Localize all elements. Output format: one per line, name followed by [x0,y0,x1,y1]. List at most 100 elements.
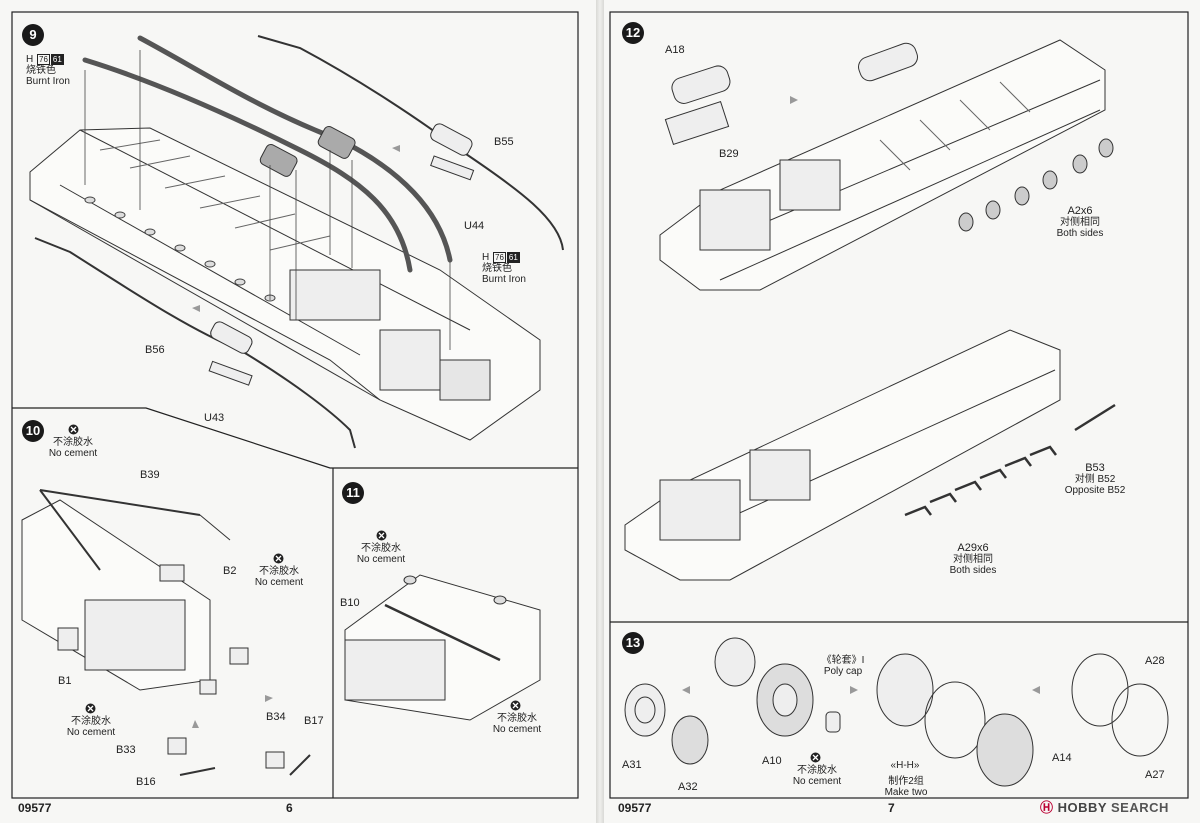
step11-assembly [344,574,541,721]
polycap-en: Poly cap [823,666,863,677]
note-cn: 不涂胶水 [361,543,401,554]
part-label: A32 [678,781,698,793]
left-page-number: 6 [286,801,293,815]
page-gutter [596,0,604,823]
step12-chassis-top [659,39,1106,291]
part-label: B1 [58,675,72,687]
note-cn: 不涂胶水 [497,713,537,724]
no-cement-note: 不涂胶水 No cement [60,716,122,738]
poly-cap-label: 《轮套》I Poly cap [808,655,878,677]
frame-left [11,11,579,799]
part-label: A31 [622,759,642,771]
paint-chip-dark: 61 [506,252,520,263]
step-number-12: 12 [622,22,644,44]
part-label: B34 [266,711,286,723]
paint-name-en: Burnt Iron [26,76,70,88]
watermark-rest: SEARCH [1106,800,1169,815]
step10-arrows [192,695,273,728]
no-cement-icon [68,424,79,435]
callout-cn: 对侧 B52 [1074,474,1116,485]
section-label: «H-H» [890,760,920,771]
part-label: A27 [1145,769,1165,781]
part-label: B56 [145,344,165,356]
part-label: B17 [304,715,324,727]
part-label: A14 [1052,752,1072,764]
no-cement-icon [273,553,284,564]
no-cement-note: 不涂胶水 No cement [786,765,848,787]
step12-arms [904,403,1116,517]
note-en: No cement [66,727,116,738]
callout-cn: 对侧相同 [1060,217,1100,228]
part-label: B10 [340,597,360,609]
note-cn: 不涂胶水 [53,437,93,448]
left-page-code: 09577 [18,801,52,815]
part-label: U44 [464,220,485,232]
right-page-code: 09577 [618,801,652,815]
step10-assembly [21,489,311,776]
watermark-logo: Ⓗ HOBBY SEARCH [1040,797,1169,816]
watermark-mark: Ⓗ [1040,800,1054,815]
callout-part: A29x6 [957,542,989,554]
make-en: Make two [884,787,928,798]
step12-discs [958,138,1114,232]
paint-code: H [26,54,34,66]
divider-step10 [12,407,578,469]
callout-en: Both sides [949,565,997,576]
callout-en: Both sides [1056,228,1104,239]
part-label: B16 [136,776,156,788]
note-en: No cement [356,554,406,565]
frame-right [609,11,1189,799]
callout-part: A2x6 [1067,205,1093,217]
paint-chip: 76 [37,54,50,65]
callout-cn: 对侧相同 [953,554,993,565]
part-callout: A2x6 对侧相同 Both sides [1050,205,1110,240]
note-en: No cement [48,448,98,459]
watermark-brand: HOBBY [1057,800,1107,815]
part-label: U43 [204,412,225,424]
step9-leaders [84,50,451,350]
paint-chip-dark: 61 [50,54,64,65]
note-en: No cement [254,577,304,588]
part-label: B2 [223,565,237,577]
note-cn: 不涂胶水 [71,716,111,727]
right-page-number: 7 [888,801,895,815]
step9-chassis [29,127,541,441]
step-number-11: 11 [342,482,364,504]
make-two-label: 制作2组 Make two [876,776,936,798]
part-callout: B53 对侧 B52 Opposite B52 [1060,462,1130,497]
no-cement-note: 不涂胶水 No cement [248,566,310,588]
polycap-cn: 《轮套》I [821,655,865,666]
part-label: B29 [719,148,739,160]
part-label: B33 [116,744,136,756]
step12-chassis-bottom [624,329,1061,581]
no-cement-icon [810,752,821,763]
paint-code: H [482,252,490,264]
no-cement-icon [376,530,387,541]
part-label: A28 [1145,655,1165,667]
no-cement-icon [510,700,521,711]
step9-mufflers [208,123,475,386]
callout-en: Opposite B52 [1064,485,1126,496]
paint-name-cn: 烧铁色 [482,263,512,275]
part-callout: A29x6 对侧相同 Both sides [942,542,1004,577]
part-label: B39 [140,469,160,481]
callout-part: B53 [1085,462,1105,474]
no-cement-icon [85,703,96,714]
part-label: A10 [762,755,782,767]
step9-arrows [192,145,400,312]
part-label: A18 [665,44,685,56]
make-cn: 制作2组 [888,776,924,787]
note-cn: 不涂胶水 [797,765,837,776]
note-cn: 不涂胶水 [259,566,299,577]
paint-name-en: Burnt Iron [482,274,526,286]
note-en: No cement [792,776,842,787]
step12-a18-b29 [664,42,918,145]
paint-chip: 76 [493,252,506,263]
no-cement-note: 不涂胶水 No cement [350,543,412,565]
no-cement-note: 不涂胶水 No cement [42,437,104,459]
step-number-13: 13 [622,632,644,654]
